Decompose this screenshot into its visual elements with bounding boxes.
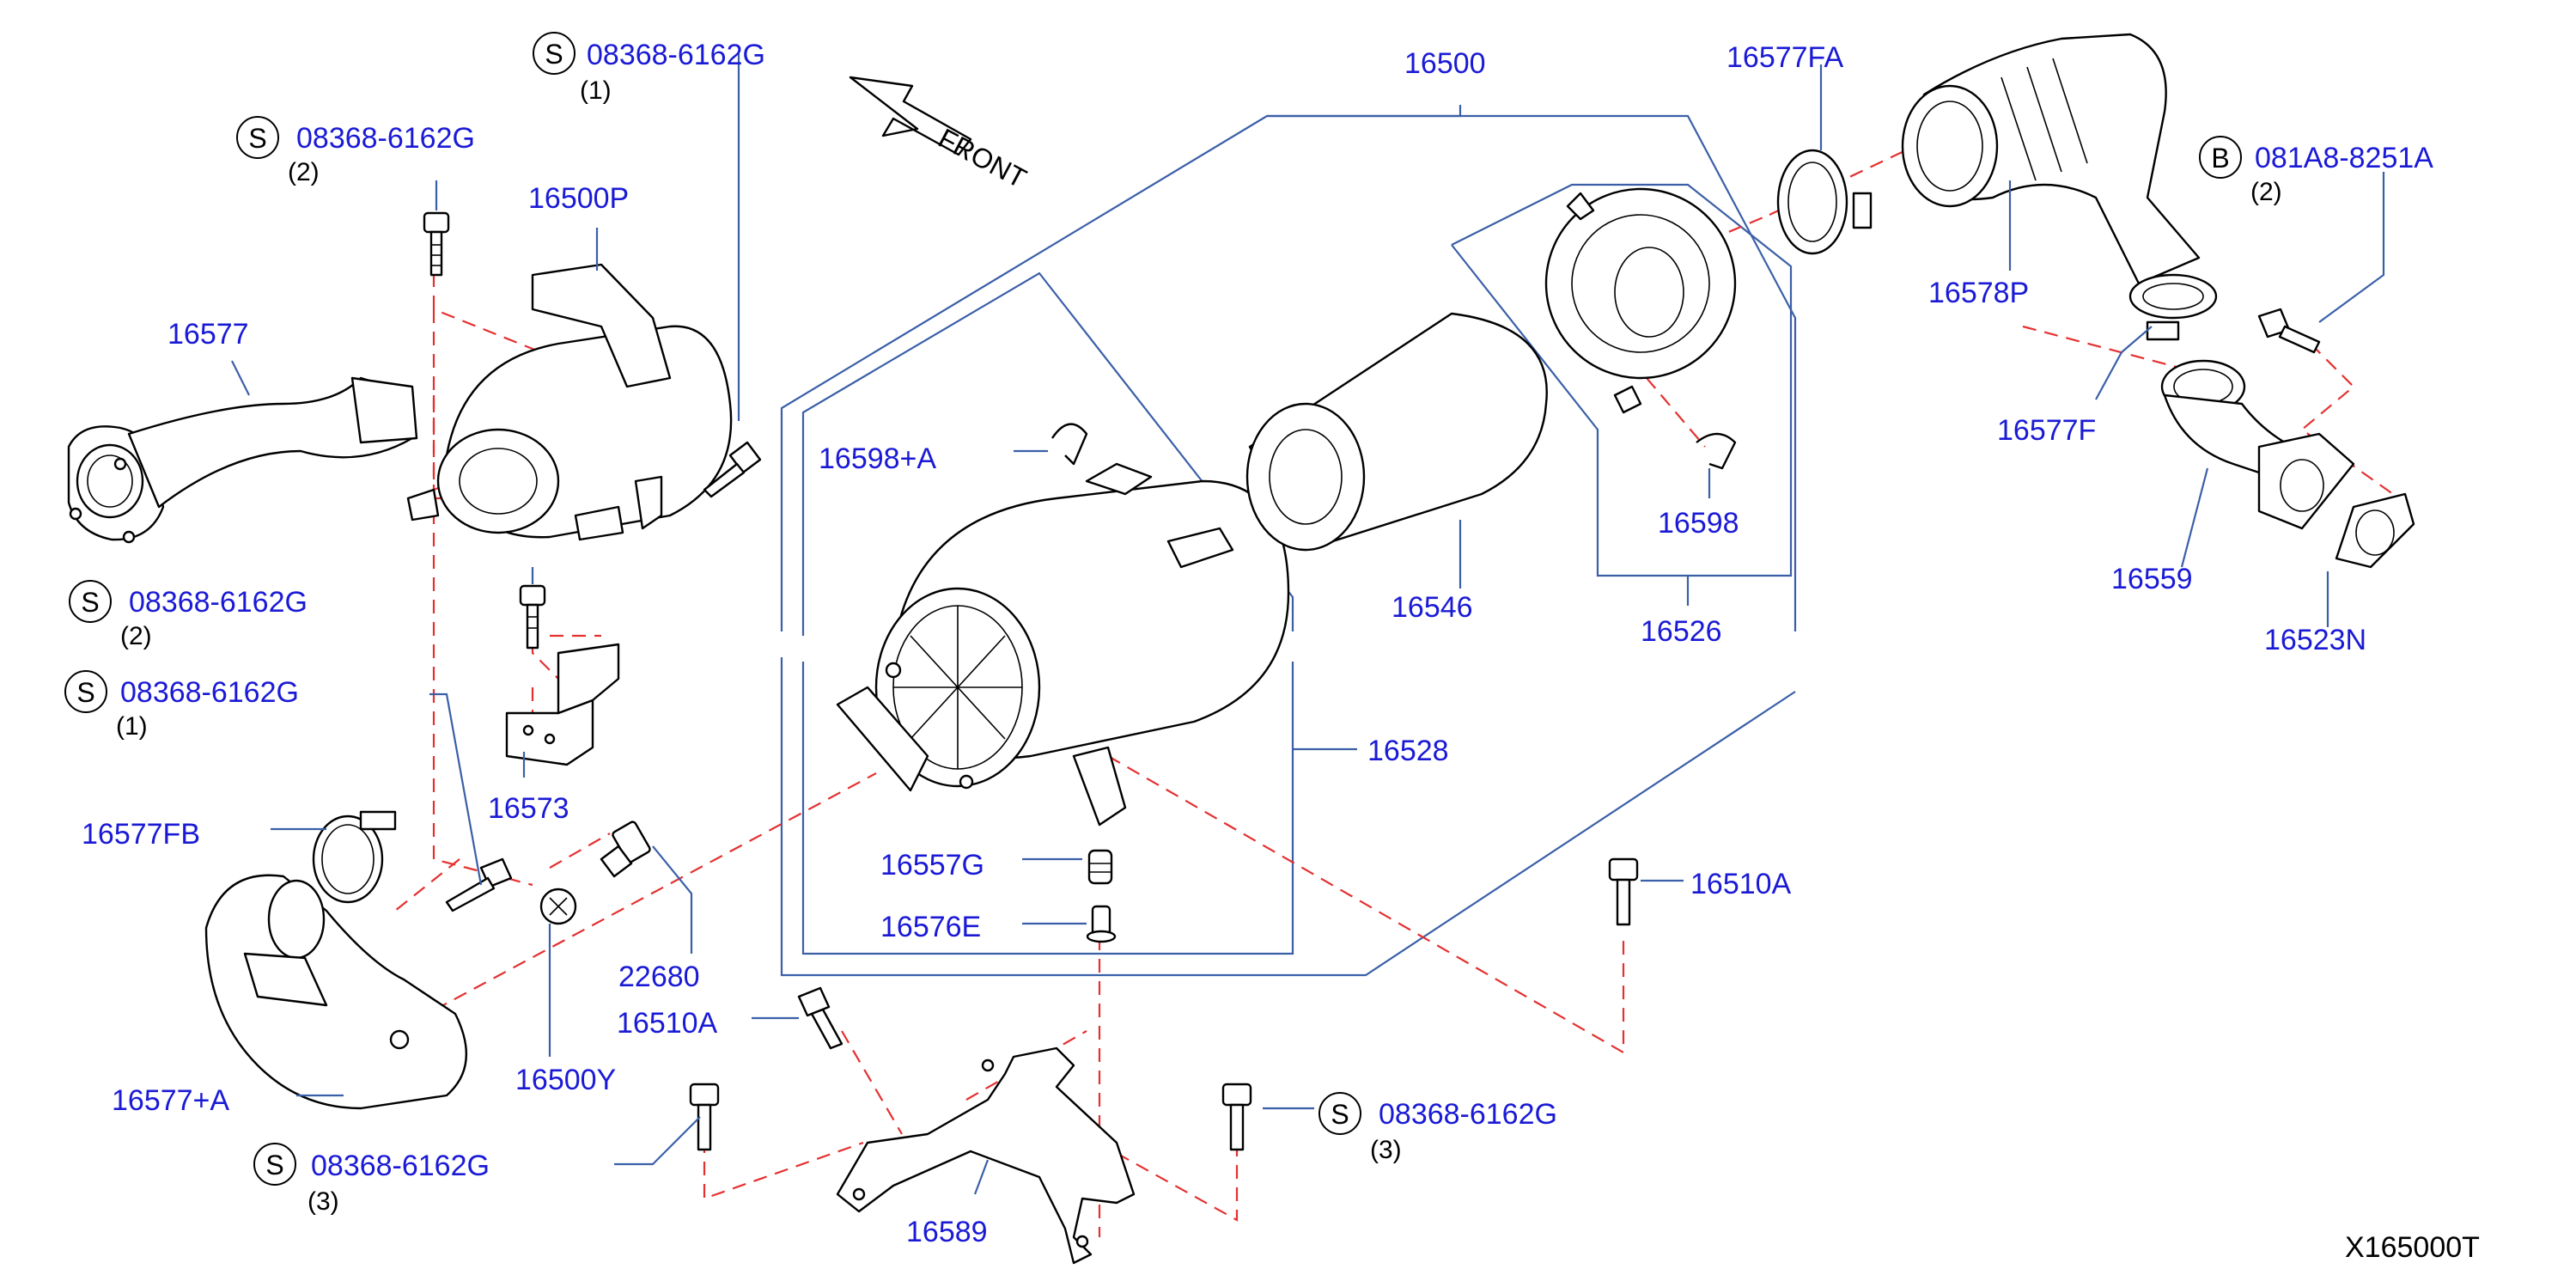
callout-16523N: 16523N [2264, 624, 2366, 656]
fastener-letter: S [1331, 1099, 1349, 1130]
fastener-callout: S 08368-6162G (3) [1318, 1092, 1557, 1164]
bolt-icon [2257, 308, 2321, 354]
callout-16578P: 16578P [1928, 277, 2029, 309]
fastener-callout: S 08368-6162G (2) [236, 116, 475, 186]
bolt-icon [703, 441, 762, 498]
callout-16577FA: 16577FA [1726, 41, 1843, 74]
callout-16500Y: 16500Y [515, 1064, 616, 1096]
callout-16577: 16577 [167, 318, 249, 351]
fastener-quantity: (1) [580, 76, 612, 105]
bolt-icon [797, 986, 843, 1050]
assembly-16526-outline [1451, 183, 1793, 606]
fastener-callout: S 08368-6162G (1) [64, 670, 299, 741]
fastener-part-number: 08368-6162G [129, 586, 308, 619]
collar-16576E-drawing [1086, 905, 1117, 943]
bolt-icon [423, 211, 450, 277]
callout-16526: 16526 [1641, 615, 1722, 648]
assembly-16528-outline [801, 271, 1357, 955]
housing-16500P-drawing [406, 263, 733, 541]
callout-16589: 16589 [906, 1216, 988, 1248]
callout-16577FB: 16577FB [82, 818, 200, 851]
callout-16598: 16598 [1658, 507, 1739, 540]
bolt-icon [689, 1083, 720, 1151]
callout-16577A: 16577+A [112, 1084, 229, 1117]
callout-16576E: 16576E [880, 911, 981, 943]
intake-duct-16578P-drawing [1901, 33, 2201, 285]
fastener-quantity: (2) [2250, 178, 2282, 206]
filter-element-16546-drawing [1245, 312, 1548, 552]
callout-16546: 16546 [1392, 591, 1473, 624]
bracket-16589-drawing [836, 1046, 1136, 1265]
bolt-icon [1221, 1083, 1252, 1151]
fastener-callout: S 08368-6162G (1) [533, 32, 765, 105]
fastener-callout: S 08368-6162G (2) [69, 580, 308, 650]
assembly-16500-outline [780, 105, 1797, 977]
callout-16559: 16559 [2111, 563, 2193, 595]
clamp-16577F-drawing [2128, 273, 2218, 341]
fastener-letter: S [76, 677, 94, 708]
fastener-callout: S 08368-6162G (3) [253, 1143, 490, 1216]
fastener-letter: S [248, 123, 266, 154]
callout-16510A-right: 16510A [1690, 868, 1792, 900]
gasket-16523N-drawing [2335, 492, 2415, 569]
fastener-part-number: 08368-6162G [587, 39, 765, 71]
fastener-letter: S [545, 39, 563, 70]
bolt-icon [445, 857, 513, 912]
fastener-part-number: 08368-6162G [296, 122, 475, 155]
bolt-icon [519, 584, 546, 650]
clamp-16577FB-drawing [312, 810, 397, 904]
fastener-quantity: (2) [288, 158, 320, 186]
fastener-part-number: 081A8-8251A [2255, 142, 2433, 174]
grommet-16557G-drawing [1087, 849, 1113, 885]
fastener-letter: S [265, 1150, 283, 1180]
callout-16557G: 16557G [880, 849, 984, 882]
duct-16577-drawing [67, 376, 418, 544]
callout-16510A-left: 16510A [617, 1007, 718, 1040]
fastener-part-number: 08368-6162G [1379, 1098, 1557, 1131]
leader-lines [231, 53, 2385, 1195]
fastener-callout: B 081A8-8251A (2) [2199, 136, 2433, 206]
callout-16500: 16500 [1404, 47, 1486, 80]
clip-16598-drawing [1696, 432, 1737, 470]
clamp-16577FA-drawing [1776, 149, 1873, 255]
bolt-icon [1608, 857, 1639, 926]
front-direction-label: FRONT [934, 122, 1032, 194]
callout-16598A: 16598+A [819, 442, 936, 475]
callout-16500P: 16500P [528, 182, 629, 215]
elbow-16559-drawing [2160, 359, 2355, 530]
fastener-quantity: (2) [120, 622, 152, 650]
clip-16598A-drawing [1051, 423, 1088, 466]
fastener-part-number: 08368-6162G [120, 676, 299, 709]
fastener-quantity: (1) [116, 712, 148, 741]
air-cleaner-body-16528-drawing [836, 462, 1290, 827]
front-arrow-icon [849, 76, 972, 156]
fastener-quantity: (3) [1370, 1136, 1402, 1164]
callout-16528: 16528 [1367, 735, 1449, 767]
fastener-letter: S [81, 587, 99, 618]
callout-16573: 16573 [488, 792, 569, 825]
callout-22680: 22680 [618, 961, 700, 993]
bracket-16573-drawing [505, 643, 620, 766]
fastener-letter: B [2211, 143, 2229, 174]
cover-16526-drawing [1544, 187, 1737, 414]
duct-16577A-drawing [204, 874, 468, 1110]
callout-16577F: 16577F [1997, 414, 2096, 447]
assembly-guide-lines [394, 141, 2406, 1237]
drawing-code: X165000T [2345, 1231, 2480, 1264]
fastener-quantity: (3) [308, 1187, 339, 1216]
fastener-part-number: 08368-6162G [311, 1150, 490, 1182]
grommet-16500Y-drawing [539, 888, 577, 925]
sensor-22680-drawing [600, 821, 651, 878]
